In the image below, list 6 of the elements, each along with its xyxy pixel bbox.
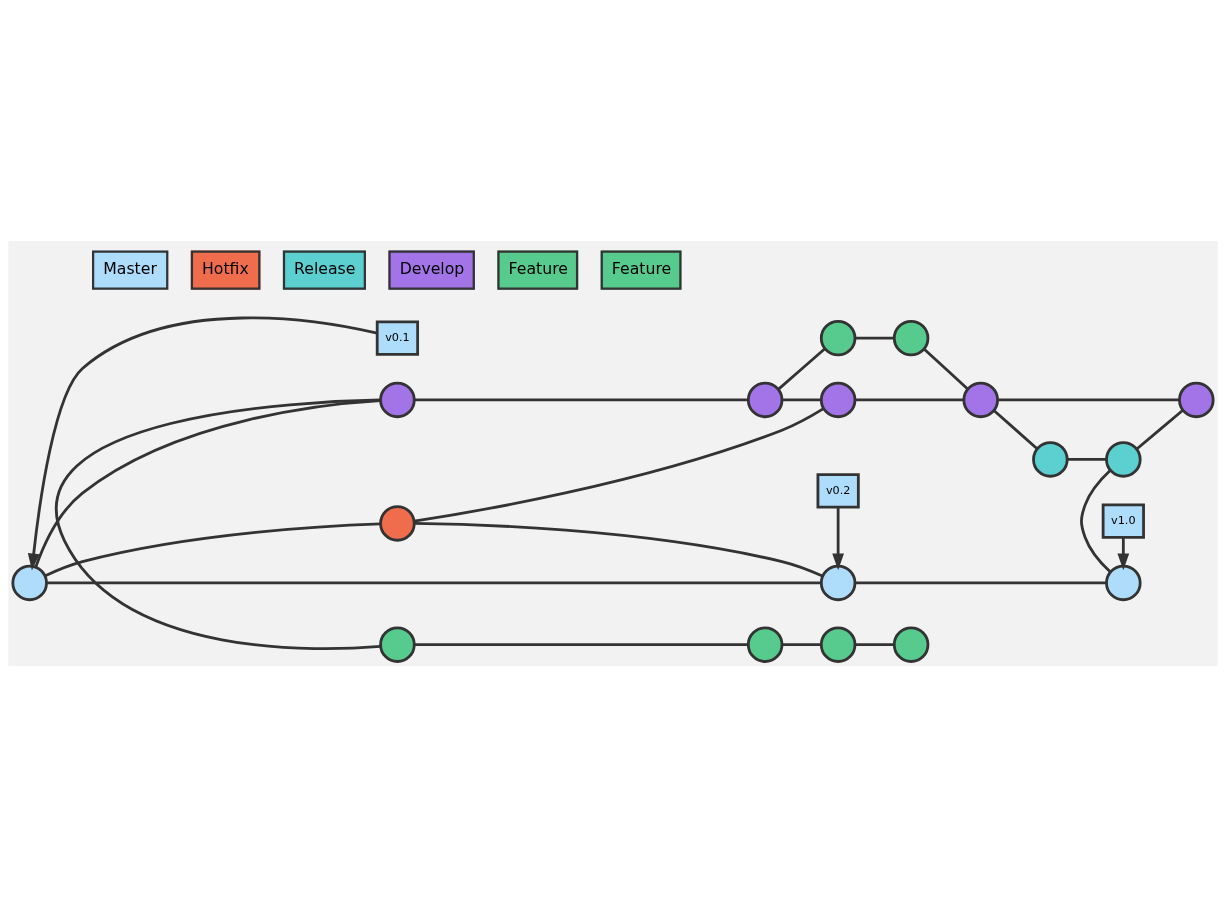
- legend-label: Release: [294, 258, 356, 278]
- legend-label: Feature: [611, 258, 672, 278]
- legend-label: Master: [103, 258, 157, 278]
- legend-label: Feature: [508, 258, 568, 278]
- legend-label: Develop: [399, 258, 465, 278]
- legend-label: Hotfix: [202, 258, 249, 278]
